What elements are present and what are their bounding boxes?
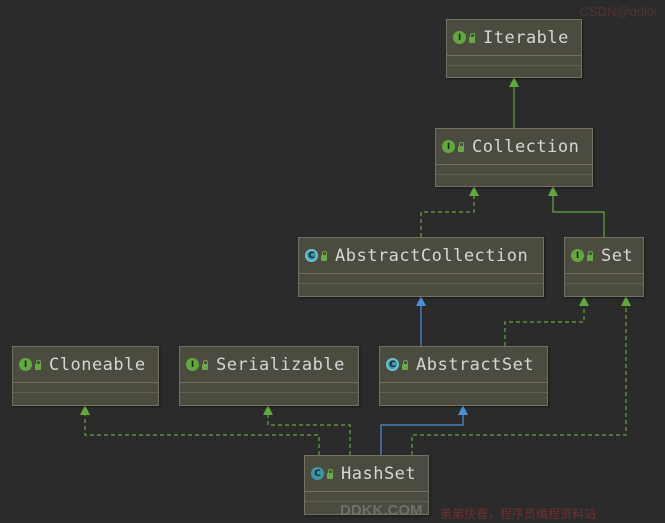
public-lock-icon [587,250,593,261]
public-lock-icon [469,32,475,43]
node-label: AbstractCollection [335,245,529,266]
node-label: Collection [472,136,580,157]
node-iterable[interactable]: I Iterable [446,19,582,78]
node-set[interactable]: I Set [564,237,644,297]
watermark-bottom: DDKK.COM [340,502,423,519]
edge-hashset-serializable [263,405,351,455]
public-lock-icon [321,250,327,261]
public-lock-icon [202,359,208,370]
node-label: Cloneable [49,354,146,375]
watermark-top: CSDN@ddkk [579,4,658,19]
node-label: Iterable [483,27,569,48]
node-cloneable[interactable]: I Cloneable [12,346,159,406]
public-lock-icon [35,359,41,370]
node-hashset[interactable]: C HashSet [304,455,429,515]
edge-abstractcollection-collection [420,186,479,237]
node-label: Set [601,245,634,266]
abstract-class-icon: C [386,358,399,371]
edge-hashset-set [411,296,631,455]
interface-icon: I [453,31,466,44]
class-icon: C [311,467,324,480]
watermark-bottom-subtitle: 弟弟快看，程序员编程资料站 [440,507,597,521]
abstract-class-icon: C [305,249,318,262]
edge-hashset-cloneable [80,405,320,455]
public-lock-icon [402,359,408,370]
interface-icon: I [571,249,584,262]
edge-hashset-abstractset [380,405,468,455]
public-lock-icon [327,468,333,479]
node-abstract-collection[interactable]: C AbstractCollection [298,237,544,297]
node-label: AbstractSet [416,354,535,375]
interface-icon: I [19,358,32,371]
node-serializable[interactable]: I Serializable [179,346,359,406]
interface-icon: I [186,358,199,371]
node-collection[interactable]: I Collection [435,128,593,187]
interface-icon: I [442,140,455,153]
node-label: Serializable [216,354,345,375]
edge-set-collection [548,186,605,237]
edge-abstractset-set [504,296,589,346]
public-lock-icon [458,141,464,152]
node-abstract-set[interactable]: C AbstractSet [379,346,548,406]
node-label: HashSet [341,463,417,484]
